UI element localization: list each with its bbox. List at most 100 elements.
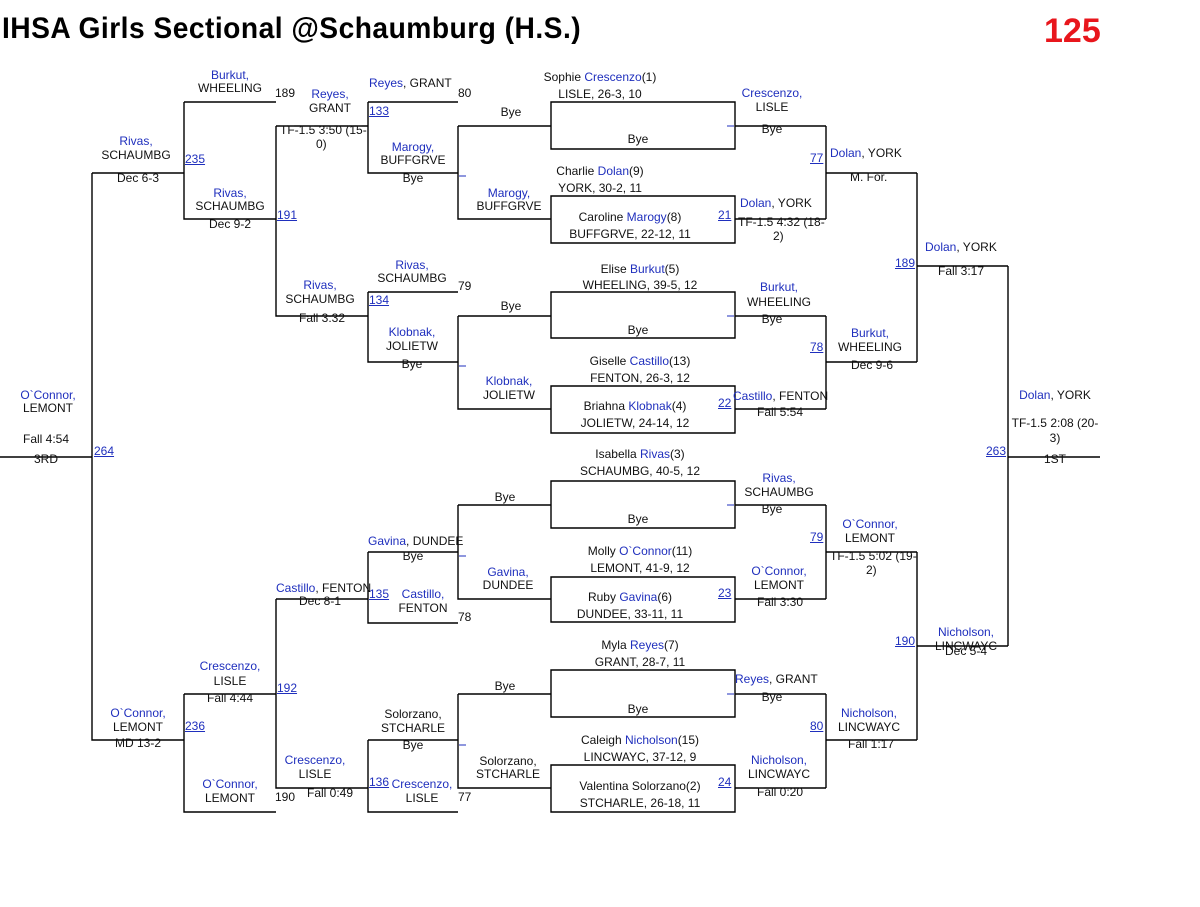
label-text: Caroline — [578, 210, 627, 224]
wrestler-name: Burkut, — [210, 68, 249, 82]
bracket-label: Bye — [672, 122, 872, 136]
bracket-label: Bye — [313, 549, 513, 563]
bracket-label: SCHAUMBG — [220, 292, 420, 306]
label-text: , GRANT — [403, 76, 452, 90]
label-text: (15) — [677, 733, 700, 747]
label-text: Briahna — [583, 399, 629, 413]
label-text: STCHARLE — [475, 767, 540, 781]
bout-number-link[interactable]: 24 — [718, 775, 732, 789]
bout-number-link[interactable]: 263 — [986, 444, 1007, 458]
label-text: WHEELING — [837, 340, 902, 354]
bracket-label: TF-1.5 4:32 (18- — [738, 215, 825, 229]
wrestler-name: Klobnak, — [485, 374, 533, 388]
bracket-label: Rivas, — [36, 134, 236, 148]
label-text: , FENTON — [772, 389, 829, 403]
bout-number-link[interactable]: 192 — [277, 681, 298, 695]
bracket-label: Charlie Dolan(9) — [500, 164, 700, 178]
label-text: Solorzano, — [479, 754, 537, 768]
label-text: TF-1.5 4:32 (18- — [738, 215, 825, 229]
bracket-label: Fall 0:20 — [680, 785, 880, 799]
bracket-label: Bye — [538, 132, 738, 146]
label-text: LEMONT — [204, 791, 255, 805]
label-text: GRANT — [309, 101, 351, 115]
bracket-label: LISLE — [130, 674, 330, 688]
bracket-label: 80 — [458, 86, 471, 100]
bracket-label: Crescenzo, — [130, 659, 330, 673]
bracket-label: FENTON — [323, 601, 523, 615]
label-text: LISLE — [755, 100, 789, 114]
bracket-label: Myla Reyes(7) — [540, 638, 740, 652]
label-text: LINCWAYC, 37-12, 9 — [583, 750, 697, 764]
bracket-label: LINCWAYC — [679, 767, 879, 781]
bracket-label: TF-1.5 3:50 (15- — [280, 123, 367, 137]
bracket-label: DUNDEE, 33-11, 11 — [530, 607, 730, 621]
bout-number-link[interactable]: 133 — [369, 104, 390, 118]
wrestler-name: Marogy, — [391, 140, 435, 154]
bracket-label: Burkut, — [679, 280, 879, 294]
bracket-label: WHEELING, 39-5, 12 — [540, 278, 740, 292]
bracket-label: GRANT — [230, 101, 430, 115]
wrestler-name: O`Connor, — [751, 564, 807, 578]
bracket-label: 78 — [458, 610, 471, 624]
bracket-label: Fall 3:30 — [680, 595, 880, 609]
bracket-label: Bye — [313, 738, 513, 752]
label-text: LEMONT — [22, 401, 73, 415]
label-text: STCHARLE — [380, 721, 445, 735]
label-text: Caleigh — [580, 733, 625, 747]
bracket-label: 24 — [718, 775, 731, 789]
bout-number-link[interactable]: 189 — [895, 256, 916, 270]
bout-number-link[interactable]: 134 — [369, 293, 390, 307]
bracket-label: 21 — [718, 208, 731, 222]
wrestler-name: Nicholson — [624, 733, 678, 747]
wrestler-name: Klobnak, — [388, 325, 436, 339]
bout-number-link[interactable]: 78 — [810, 340, 824, 354]
label-text: (1) — [641, 70, 657, 84]
bracket-label: Caleigh Nicholson(15) — [540, 733, 740, 747]
bracket-label: LISLE — [672, 100, 872, 114]
wrestler-name: O`Connor, — [110, 706, 166, 720]
bout-number-link[interactable]: 79 — [810, 530, 824, 544]
bout-number-link[interactable]: 136 — [369, 775, 390, 789]
bout-number-link[interactable]: 264 — [94, 444, 115, 458]
bout-number-link[interactable]: 80 — [810, 719, 824, 733]
label-text: FENTON, 26-3, 12 — [590, 371, 690, 385]
label-text: 0) — [316, 137, 327, 151]
bout-number-link[interactable]: 236 — [185, 719, 206, 733]
label-text: Fall 4:44 — [206, 691, 254, 705]
label-text: Bye — [627, 702, 649, 716]
bracket-label: JOLIETW, 24-14, 12 — [535, 416, 735, 430]
label-text: Sophie — [543, 70, 585, 84]
bracket-label: Dolan, YORK — [830, 146, 902, 160]
wrestler-name: Gavina — [619, 590, 658, 604]
bracket-label: M. For. — [850, 170, 887, 184]
bracket-label: LEMONT — [770, 531, 970, 545]
bracket-label: Castillo, — [323, 587, 523, 601]
bracket-label: LINCWAYC — [769, 720, 969, 734]
bracket-label: LEMONT — [679, 578, 879, 592]
bout-number-link[interactable]: 77 — [810, 151, 824, 165]
bracket-label: Fall 3:17 — [938, 264, 984, 278]
bracket-label: 3) — [955, 431, 1155, 445]
bout-number-link[interactable]: 135 — [369, 587, 390, 601]
label-text: Dec 8-1 — [298, 594, 342, 608]
label-text: Valentina Solorzano(2) — [579, 779, 701, 793]
bracket-label: 136 — [369, 775, 389, 789]
label-text: JOLIETW — [482, 388, 535, 402]
bout-number-link[interactable]: 22 — [718, 396, 732, 410]
bout-number-link[interactable]: 191 — [277, 208, 298, 222]
label-text: 77 — [458, 790, 472, 804]
bout-number-link[interactable]: 21 — [718, 208, 732, 222]
bracket-label: SCHAUMBG — [312, 271, 512, 285]
label-text: LEMONT — [112, 720, 163, 734]
bout-number-link[interactable]: 235 — [185, 152, 206, 166]
label-text: SCHAUMBG — [195, 199, 265, 213]
bracket-label: WHEELING — [130, 81, 330, 95]
bracket-label: LEMONT — [38, 720, 238, 734]
label-text: Fall 5:54 — [756, 405, 804, 419]
bracket-label: Bye — [312, 357, 512, 371]
bout-number-link[interactable]: 23 — [718, 586, 732, 600]
bout-number-link[interactable]: 190 — [895, 634, 916, 648]
label-text: Bye — [761, 312, 783, 326]
bracket-label: FENTON, 26-3, 12 — [540, 371, 740, 385]
